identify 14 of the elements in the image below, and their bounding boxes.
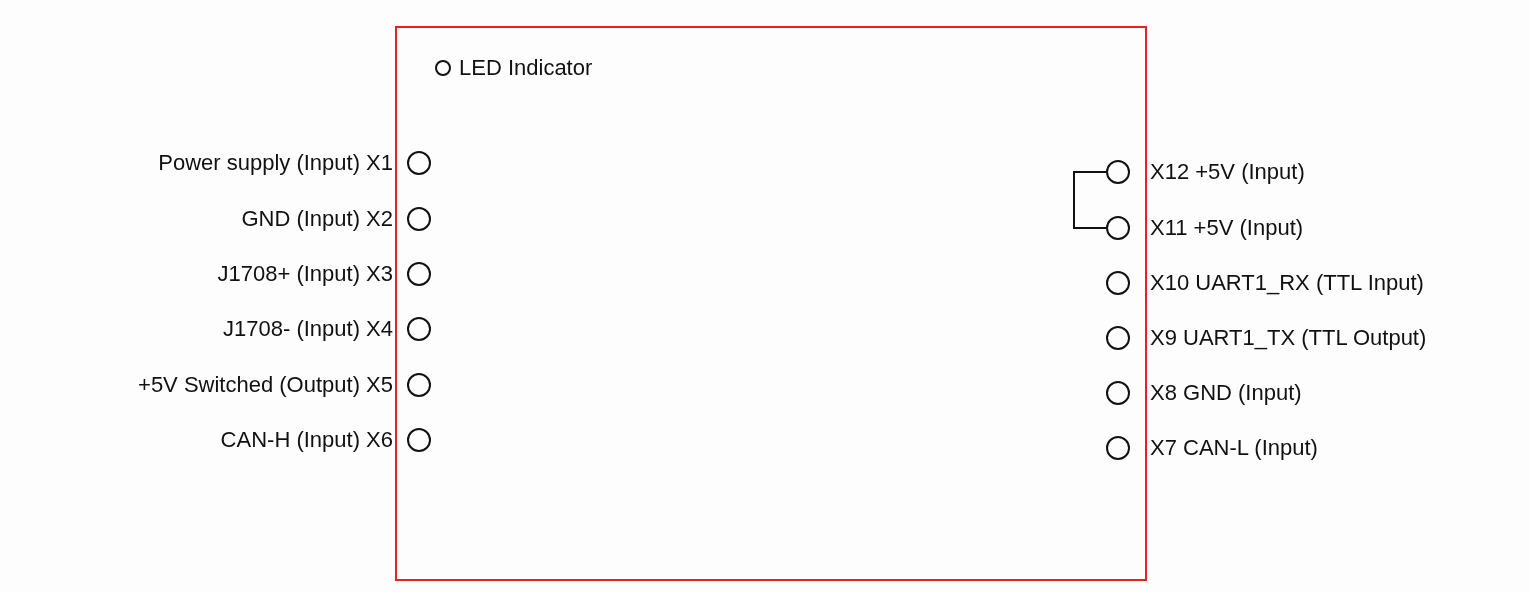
- jumper-wire: [1073, 171, 1107, 229]
- pin-label: X12 +5V (Input): [1150, 159, 1305, 185]
- pin-label: GND (Input) X2: [241, 206, 393, 232]
- pin-label: Power supply (Input) X1: [158, 150, 393, 176]
- pin-label: J1708- (Input) X4: [223, 316, 393, 342]
- pin-label: CAN-H (Input) X6: [220, 427, 393, 453]
- pin-label: +5V Switched (Output) X5: [138, 372, 393, 398]
- pin-label: J1708+ (Input) X3: [217, 261, 393, 287]
- pin-label: X8 GND (Input): [1150, 380, 1302, 406]
- pin-label: X10 UART1_RX (TTL Input): [1150, 270, 1424, 296]
- led-label: LED Indicator: [459, 55, 593, 81]
- pin-label: X11 +5V (Input): [1150, 215, 1304, 241]
- pin-label: X7 CAN-L (Input): [1150, 435, 1318, 461]
- pin-label: X9 UART1_TX (TTL Output): [1150, 325, 1427, 351]
